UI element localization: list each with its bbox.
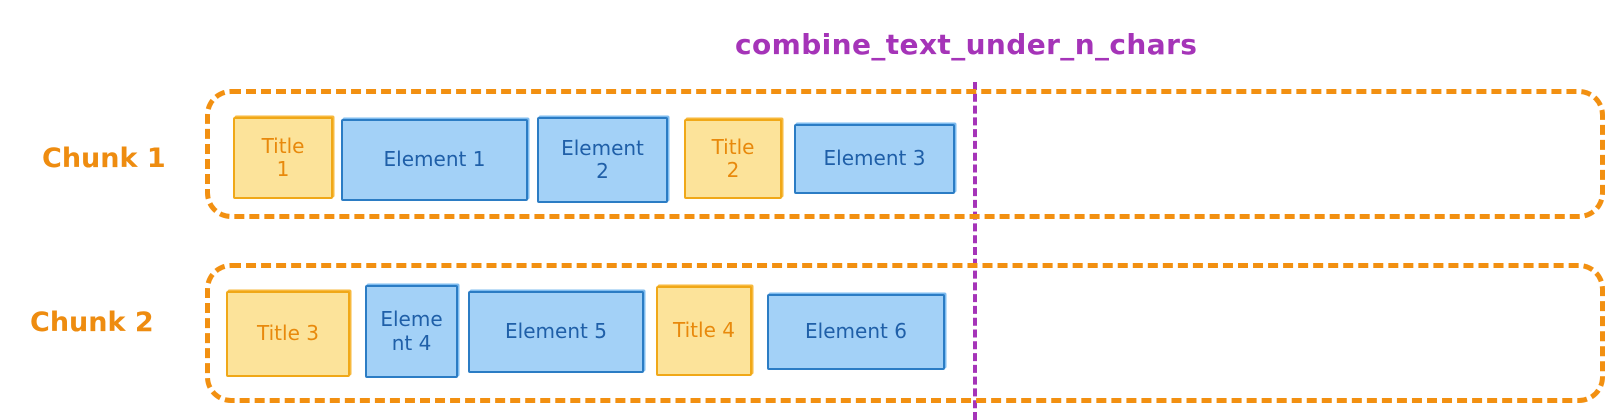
title-box: Title 2 [684,119,782,199]
chunk-label-1: Chunk 1 [42,143,166,174]
chunk-label-2: Chunk 2 [30,307,154,338]
element-box: Element 6 [767,294,945,370]
element-box: Eleme nt 4 [365,285,458,378]
element-box: Element 1 [341,119,528,201]
title-box: Title 1 [233,117,333,199]
title-box: Title 3 [226,291,350,377]
chunk-container-2 [205,263,1605,403]
element-box: Element 3 [794,124,955,194]
chunk-container-1 [205,89,1605,219]
threshold-title-label: combine_text_under_n_chars [735,28,1198,61]
element-box: Element 2 [537,117,668,203]
title-box: Title 4 [656,286,752,376]
threshold-dashed-line [973,82,977,420]
element-box: Element 5 [468,291,644,373]
